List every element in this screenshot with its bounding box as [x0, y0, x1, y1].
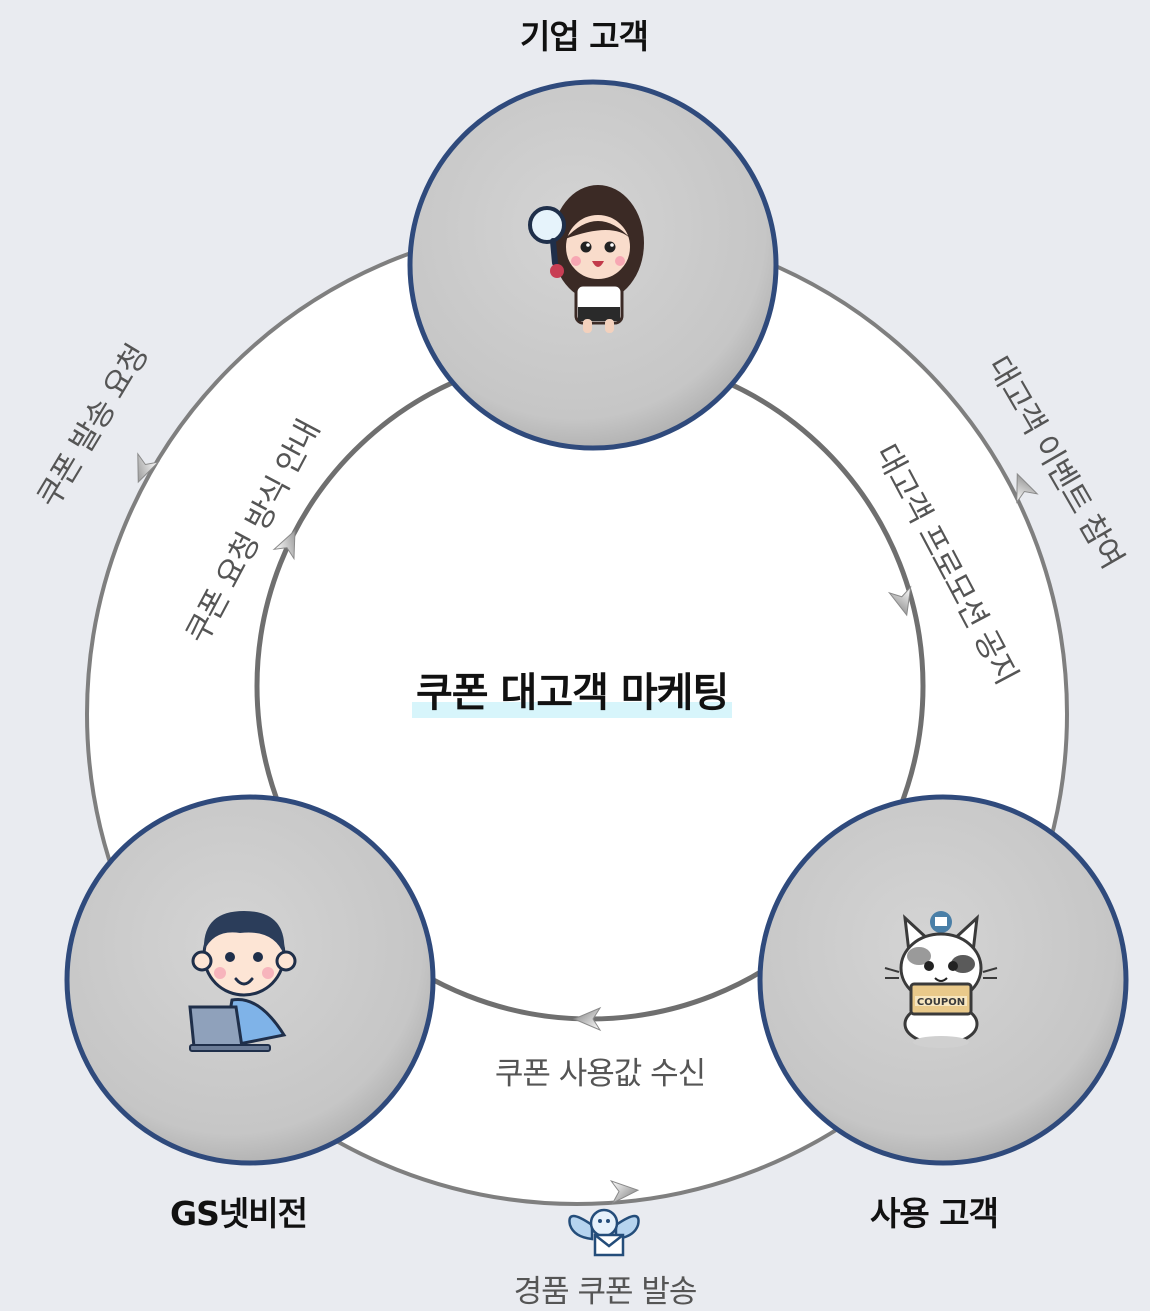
arrow-inner-left — [272, 529, 296, 561]
edge-label-outer-bottom: 경품 쿠폰 발송 — [513, 1274, 698, 1310]
diagram-title: 쿠폰 대고객 마케팅 — [412, 660, 733, 718]
arrow-outer-right — [1016, 472, 1039, 504]
node-label-consumer: 사용 고객 — [870, 1194, 999, 1233]
arrow-inner-right — [887, 585, 912, 617]
businessman-laptop-icon — [188, 911, 297, 1052]
arrow-outer-bottom — [609, 1180, 640, 1205]
node-label-gsnetvision: GS넷비전 — [170, 1194, 308, 1233]
edge-label-inner-bottom: 쿠폰 사용값 수신 — [494, 1056, 706, 1092]
arrow-outer-left — [137, 452, 160, 484]
bird-envelope-icon — [568, 1208, 640, 1257]
svg-text:COUPON: COUPON — [917, 997, 965, 1008]
arrow-inner-bottom — [572, 1006, 602, 1032]
businesswoman-magnifier-icon — [528, 185, 644, 333]
node-label-enterprise: 기업 고객 — [520, 17, 649, 56]
cat-coupon-icon: COUPON — [884, 911, 998, 1048]
